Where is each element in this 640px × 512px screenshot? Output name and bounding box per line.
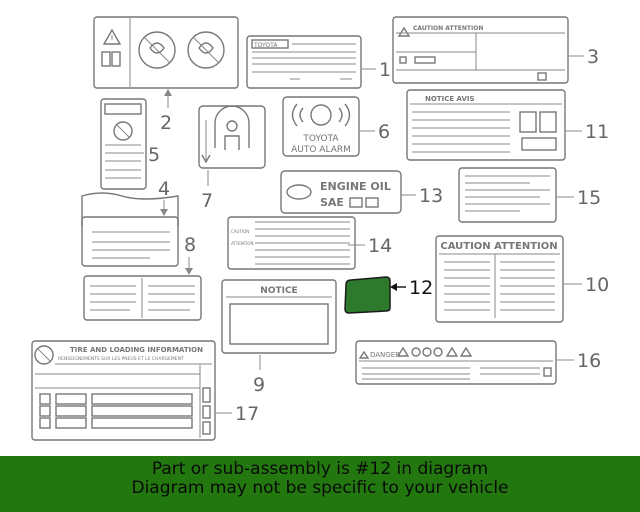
label-9-notice[interactable]: NOTICE: [221, 279, 337, 354]
callout-4: 4: [158, 178, 170, 200]
label-16-danger[interactable]: DANGER: [355, 340, 557, 385]
label-1-toyota-info[interactable]: TOYOTA: [246, 35, 362, 89]
parts-diagram: 2 TOYOTA 1 CAUTION ATTENTION 3: [31, 16, 609, 441]
callout-16: 16: [577, 350, 601, 372]
callout-1: 1: [379, 59, 391, 81]
label-4-tab-label[interactable]: [81, 192, 179, 267]
danger-text: DANGER: [370, 351, 400, 359]
label-7-child-seat[interactable]: [198, 105, 266, 169]
sae-text: SAE: [320, 196, 344, 209]
label-13-engine-oil[interactable]: ENGINE OIL SAE: [280, 170, 402, 214]
callout-8: 8: [184, 234, 196, 256]
engine-oil-text: ENGINE OIL: [320, 180, 391, 193]
label-10-caution-attention[interactable]: CAUTION ATTENTION: [435, 235, 564, 323]
banner-line-1: Part or sub-assembly is #12 in diagram: [151, 459, 489, 479]
callout-11: 11: [585, 121, 609, 143]
callout-2: 2: [160, 112, 172, 134]
callout-5: 5: [148, 144, 160, 166]
callout-12: 12: [409, 277, 433, 299]
callout-15: 15: [577, 187, 601, 209]
label-17-tire-loading[interactable]: TIRE AND LOADING INFORMATION RENSEIGNEME…: [31, 340, 216, 441]
callout-13: 13: [419, 185, 443, 207]
part-notice-banner: Part or sub-assembly is #12 in diagram D…: [0, 456, 640, 512]
label-12-highlighted-part[interactable]: [344, 276, 391, 314]
caution-14-text: CAUTION: [231, 229, 249, 234]
label-5-tall-warning[interactable]: [100, 98, 147, 190]
callout-14: 14: [368, 235, 392, 257]
callout-6: 6: [378, 121, 390, 143]
banner-line-2: Diagram may not be specific to your vehi…: [131, 478, 509, 498]
label-11-notice-avis[interactable]: NOTICE AVIS: [406, 89, 566, 161]
tire-subtitle-text: RENSEIGNEMENTS SUR LES PNEUS ET LE CHARG…: [58, 356, 184, 362]
toyota-brand-text: TOYOTA: [302, 134, 339, 144]
label-3-caution-attention[interactable]: CAUTION ATTENTION: [392, 16, 569, 84]
callout-7: 7: [201, 190, 213, 212]
auto-alarm-text: AUTO ALARM: [291, 145, 351, 155]
notice-avis-text: NOTICE AVIS: [425, 95, 475, 103]
callout-17: 17: [235, 403, 259, 425]
label-8-double-panel[interactable]: [83, 275, 202, 321]
label-2-warning-pictogram[interactable]: [93, 16, 239, 89]
label-15-text-panel[interactable]: [458, 167, 557, 223]
callout-10: 10: [585, 274, 609, 296]
callout-3: 3: [587, 46, 599, 68]
label-14-caution-lines[interactable]: CAUTION ATTENTION: [227, 216, 356, 270]
caution-attention-10-text: CAUTION ATTENTION: [440, 241, 557, 252]
label-6-toyota-auto-alarm[interactable]: TOYOTA AUTO ALARM: [282, 96, 360, 157]
attention-14-text: ATTENTION: [231, 241, 254, 246]
caution-attention-3-text: CAUTION ATTENTION: [413, 25, 483, 32]
toyota-small-text: TOYOTA: [253, 42, 278, 49]
notice-9-text: NOTICE: [260, 286, 297, 296]
tire-title-text: TIRE AND LOADING INFORMATION: [70, 346, 203, 354]
callout-9: 9: [253, 374, 265, 396]
